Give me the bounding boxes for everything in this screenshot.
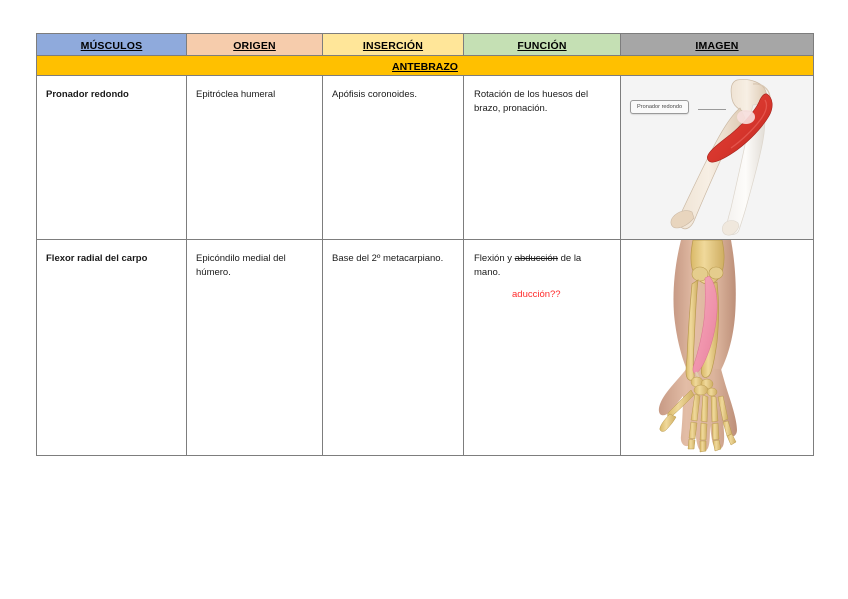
muscle-name-2: Flexor radial del carpo: [46, 253, 148, 264]
funcion-text-1: Rotación de los huesos del brazo, pronac…: [464, 76, 620, 122]
correction-annotation-2: aducción??: [512, 288, 561, 300]
header-label-insercion: INSERCIÓN: [362, 39, 424, 52]
header-label-imagen: IMAGEN: [695, 39, 739, 52]
table-row: Flexor radial del carpo Epicóndilo media…: [36, 239, 814, 456]
cell-funcion: Rotación de los huesos del brazo, pronac…: [463, 75, 621, 240]
anatomy-figure-pronator-teres: Pronador redondo: [621, 76, 813, 239]
forearm-hand-skeleton-illustration: [658, 240, 737, 453]
section-band-row: ANTEBRAZO: [36, 55, 814, 76]
insercion-text-1: Apófisis coronoides.: [332, 89, 418, 100]
callout-leader-line: [698, 109, 726, 110]
cell-musculo: Flexor radial del carpo: [36, 239, 187, 456]
funcion-text-2: Flexión y abducción de la mano. aducción…: [464, 240, 620, 307]
cell-imagen: Pronador redondo: [620, 75, 814, 240]
header-cell-origen: ORIGEN: [186, 33, 323, 56]
header-label-funcion: FUNCIÓN: [517, 39, 567, 52]
header-label-musculos: MÚSCULOS: [80, 39, 143, 52]
muscle-reference-table: MÚSCULOS ORIGEN INSERCIÓN FUNCIÓN IMAGEN…: [36, 33, 814, 456]
funcion-main-2: Flexión y: [474, 253, 515, 264]
funcion-main-1: Rotación de los huesos del brazo, pronac…: [474, 89, 589, 114]
muscle-name-1: Pronador redondo: [46, 89, 129, 100]
anatomy-figure-flexor-carpi-radialis: [621, 240, 813, 455]
figure-callout-label: Pronador redondo: [630, 100, 690, 114]
section-label-antebrazo: ANTEBRAZO: [392, 60, 458, 73]
section-band-cell: ANTEBRAZO: [36, 55, 814, 76]
forearm-bones-illustration: [670, 79, 773, 236]
header-cell-musculos: MÚSCULOS: [36, 33, 187, 56]
table-header-row: MÚSCULOS ORIGEN INSERCIÓN FUNCIÓN IMAGEN: [36, 33, 814, 56]
header-cell-funcion: FUNCIÓN: [463, 33, 621, 56]
cell-imagen: [620, 239, 814, 456]
cell-origen: Epitróclea humeral: [186, 75, 323, 240]
cell-funcion: Flexión y abducción de la mano. aducción…: [463, 239, 621, 456]
cell-musculo: Pronador redondo: [36, 75, 187, 240]
origen-text-2: Epicóndilo medial del húmero.: [196, 253, 286, 278]
header-cell-imagen: IMAGEN: [620, 33, 814, 56]
table-row: Pronador redondo Epitróclea humeral Apóf…: [36, 75, 814, 240]
header-label-origen: ORIGEN: [233, 39, 276, 52]
header-cell-insercion: INSERCIÓN: [322, 33, 464, 56]
origen-text-1: Epitróclea humeral: [196, 89, 276, 100]
insercion-text-2: Base del 2º metacarpiano.: [332, 253, 444, 264]
funcion-struck-term-2: abducción: [514, 253, 558, 264]
funcion-tail-2: de la mano.: [474, 253, 582, 278]
cell-insercion: Apófisis coronoides.: [322, 75, 464, 240]
cell-insercion: Base del 2º metacarpiano.: [322, 239, 464, 456]
cell-origen: Epicóndilo medial del húmero.: [186, 239, 323, 456]
